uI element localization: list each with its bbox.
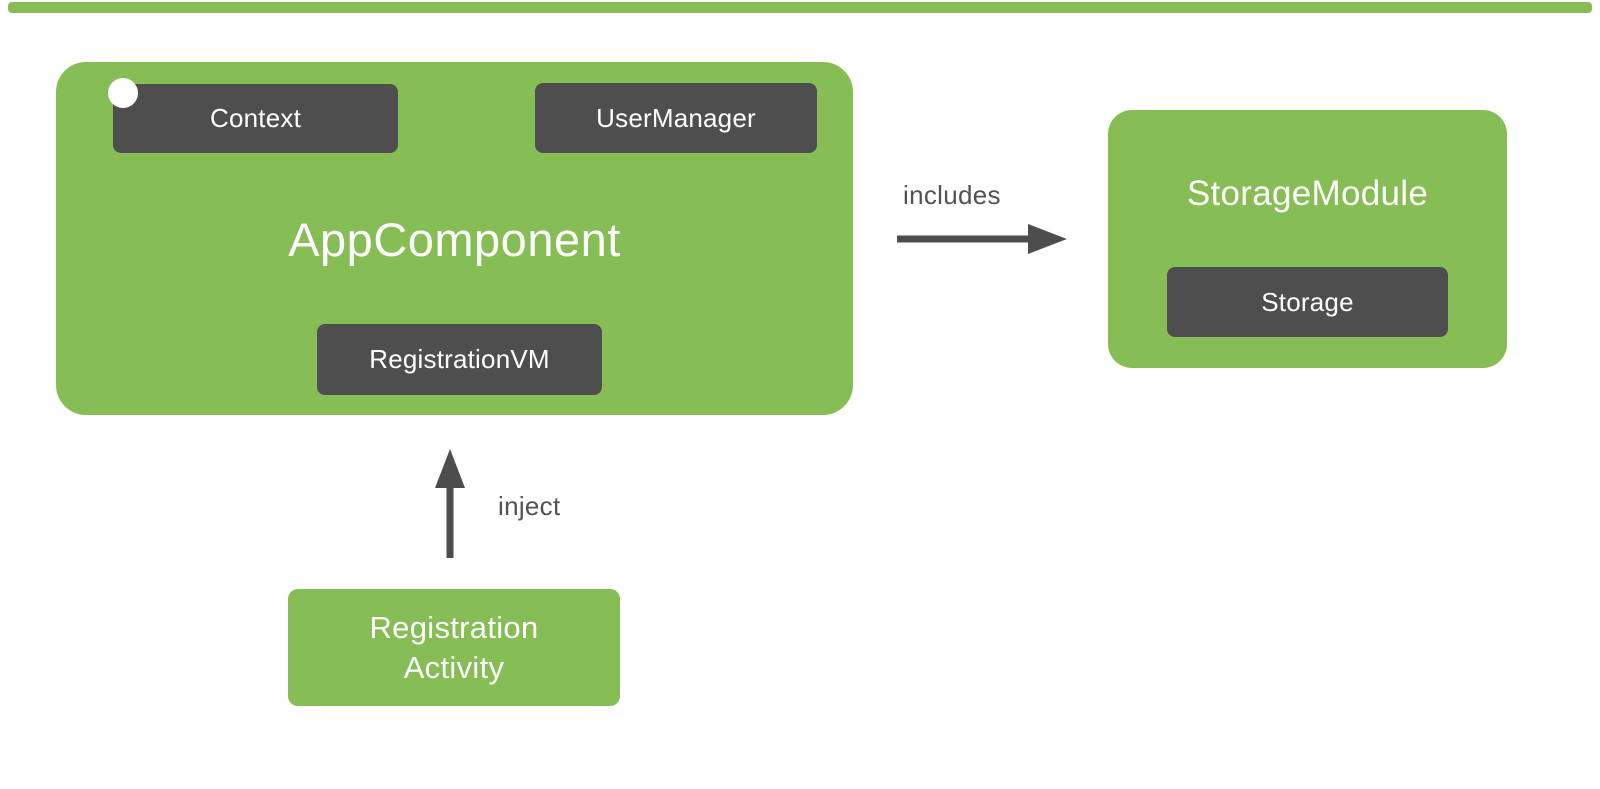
context-box: Context — [113, 84, 398, 153]
storage-module-box: StorageModule Storage — [1108, 110, 1507, 368]
includes-arrow — [897, 224, 1067, 254]
registration-vm-box: RegistrationVM — [317, 324, 602, 395]
registration-activity-box: Registration Activity — [288, 589, 620, 706]
app-component-box: AppComponent Context UserManager Registr… — [56, 62, 853, 415]
app-component-label: AppComponent — [288, 213, 621, 266]
includes-edge-label: includes — [903, 180, 1001, 210]
storage-label: Storage — [1261, 286, 1354, 317]
inject-arrow — [435, 449, 465, 558]
storage-box: Storage — [1167, 267, 1448, 337]
scope-dot-icon — [108, 78, 138, 108]
top-green-strip — [8, 2, 1592, 13]
registration-activity-label-line2: Activity — [403, 649, 505, 685]
user-manager-label: UserManager — [596, 102, 756, 133]
context-label: Context — [209, 103, 301, 133]
inject-edge-label: inject — [498, 491, 561, 521]
registration-activity-label-line1: Registration — [369, 609, 539, 645]
registration-vm-label: RegistrationVM — [369, 344, 550, 374]
user-manager-box: UserManager — [535, 83, 817, 153]
storage-module-label: StorageModule — [1186, 174, 1429, 213]
